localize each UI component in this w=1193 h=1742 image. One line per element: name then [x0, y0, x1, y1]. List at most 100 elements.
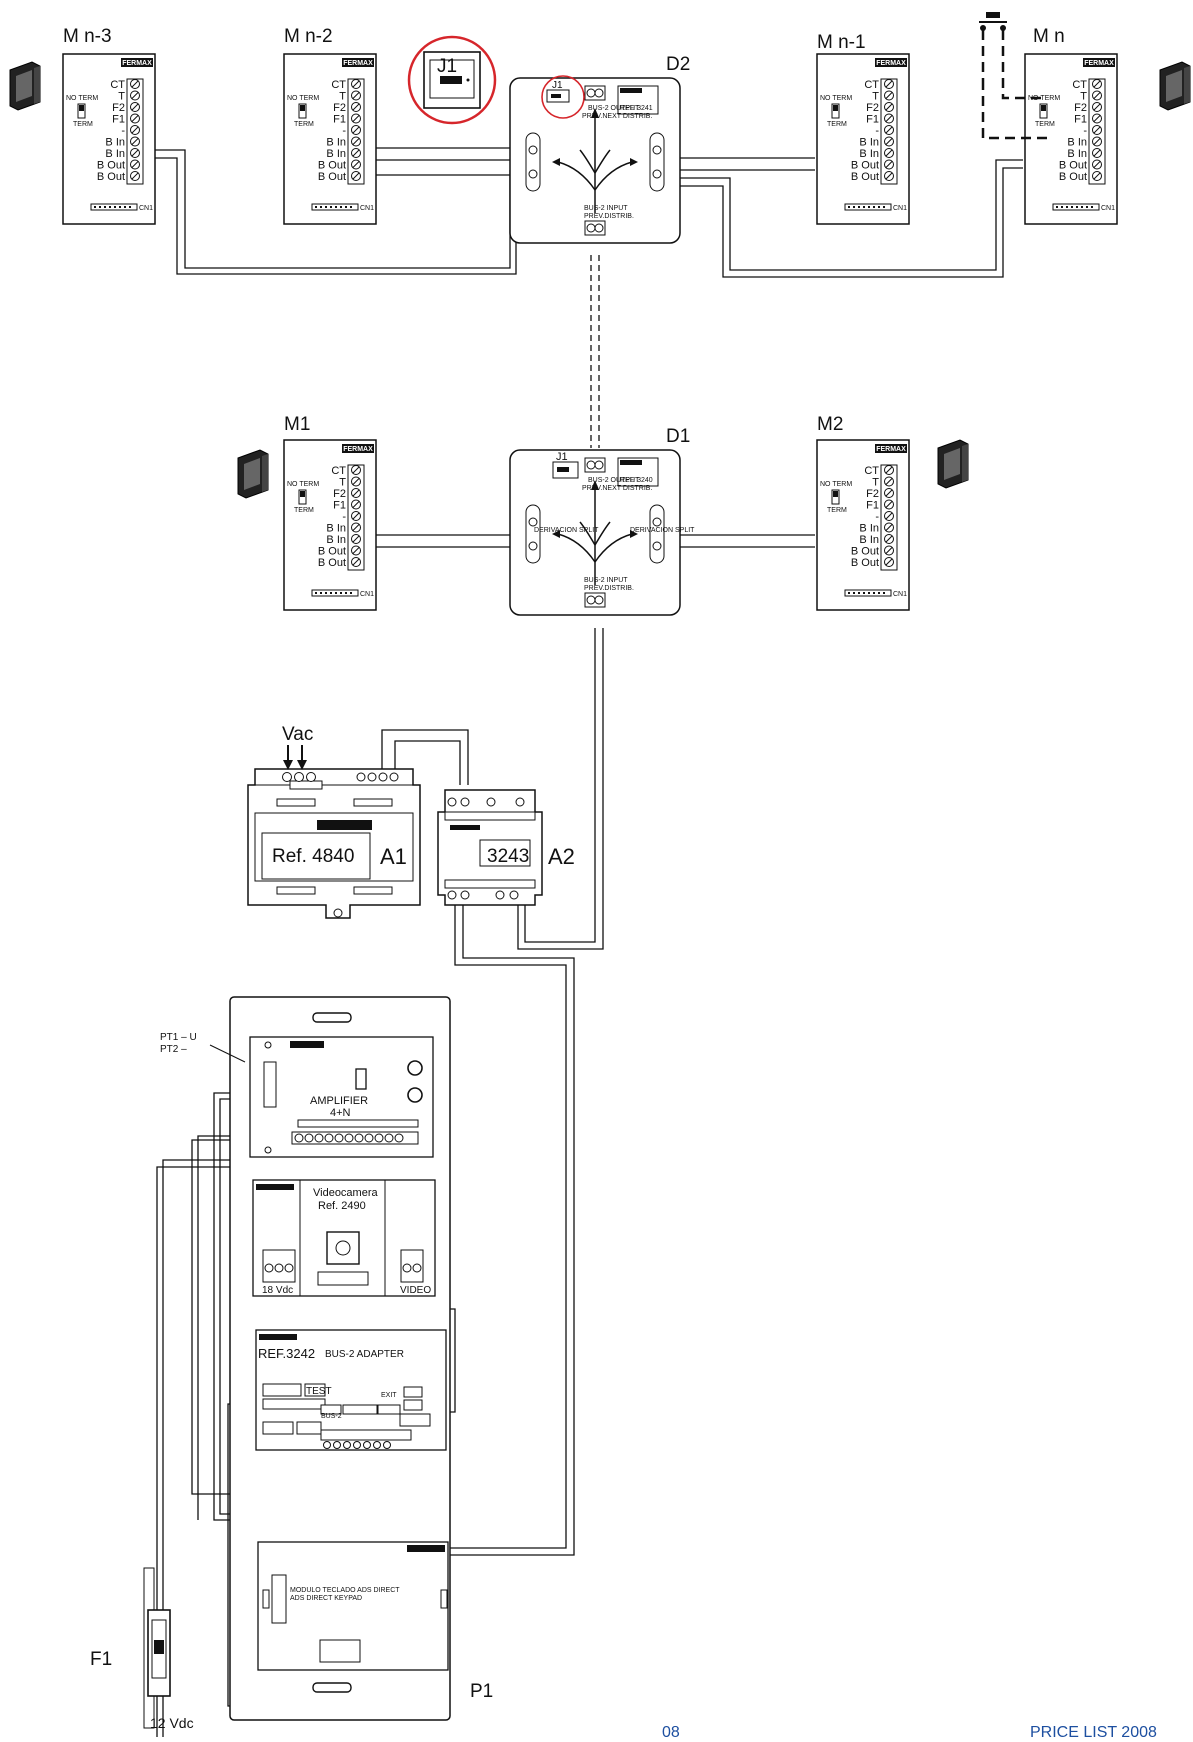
terminal-label: F2 [333, 488, 346, 500]
switch-label-term: TERM [294, 121, 314, 128]
label-d1-bus-in-sub: PREV.DISTRIB. [584, 585, 634, 592]
switch-label-no-term: NO TERM [287, 95, 319, 102]
terminal-label: F2 [866, 102, 879, 114]
label-pt1: PT1 – U [160, 1032, 197, 1043]
terminal-label: - [342, 511, 346, 523]
label-amplifier: AMPLIFIER [310, 1095, 368, 1107]
terminal-label: F1 [333, 114, 346, 126]
terminal-label: F1 [1074, 114, 1087, 126]
terminal-label: B Out [851, 171, 879, 183]
switch-label-term: TERM [827, 121, 847, 128]
switch-label-term: TERM [73, 121, 93, 128]
terminal-label: F2 [866, 488, 879, 500]
terminal-label: B Out [1059, 160, 1087, 172]
label-d1-ref: REF. 3240 [620, 477, 653, 484]
switch-label-term: TERM [1035, 121, 1055, 128]
label-keypad-1: MODULO TECLADO ADS DIRECT [290, 1587, 400, 1594]
terminal-label: B In [859, 148, 879, 160]
label-d2-bus-out-sub: PREV.NEXT DISTRIB. [582, 113, 652, 120]
switch-label-term: TERM [294, 507, 314, 514]
label-d1-bus-out: BUS-2 OUTPUT [588, 477, 640, 484]
connector-label: CN1 [360, 591, 374, 598]
brand-logo: FERMAX [343, 446, 373, 453]
label-pt2: PT2 – [160, 1044, 187, 1055]
label-d2-ref: REF. 3241 [620, 105, 653, 112]
terminal-label: B In [105, 137, 125, 149]
switch-label-no-term: NO TERM [66, 95, 98, 102]
terminal-label: T [1080, 91, 1087, 103]
label-d1-split-left: DERIVACION SPLIT [534, 527, 599, 534]
label-m-n: M n [1033, 26, 1065, 47]
switch-label-no-term: NO TERM [820, 95, 852, 102]
label-d1-bus-out-sub: PREV.NEXT DISTRIB. [582, 485, 652, 492]
terminal-label: CT [864, 465, 879, 477]
label-p1: P1 [470, 1681, 493, 1702]
connector-label: CN1 [1101, 205, 1115, 212]
terminal-label: B Out [851, 546, 879, 558]
terminal-label: B In [859, 137, 879, 149]
brand-logo: FERMAX [1084, 60, 1114, 67]
label-amplifier-sub: 4+N [330, 1107, 351, 1119]
brand-logo: FERMAX [343, 60, 373, 67]
monitor-pictogram-icon [937, 439, 969, 489]
label-j1-d1: J1 [556, 451, 568, 463]
terminal-label: CT [864, 79, 879, 91]
jumper-highlight-icon [541, 75, 585, 119]
terminal-label: F2 [333, 102, 346, 114]
jumper-zoom [407, 35, 497, 125]
label-camera: Videocamera [313, 1187, 378, 1199]
label-m-n3: M n-3 [63, 26, 112, 47]
terminal-label: B In [105, 148, 125, 160]
label-adapter-name: BUS-2 ADAPTER [325, 1349, 404, 1360]
terminal-label: - [875, 125, 879, 137]
terminal-label: B In [326, 523, 346, 535]
label-m1: M1 [284, 414, 310, 435]
terminal-label: B In [1067, 148, 1087, 160]
terminal-label: CT [110, 79, 125, 91]
terminal-label: B Out [318, 160, 346, 172]
terminal-label: T [872, 91, 879, 103]
terminal-label: T [339, 91, 346, 103]
terminal-label: F2 [1074, 102, 1087, 114]
terminal-label: F1 [866, 500, 879, 512]
label-a1-ref: Ref. 4840 [272, 846, 354, 867]
labels: M n-3 M n-2 M n-1 M n M1 M2 D2 D1 J1 J1 … [63, 26, 1157, 1741]
terminal-label: - [1083, 125, 1087, 137]
terminal-label: B Out [851, 557, 879, 569]
page-number: 08 [662, 1724, 680, 1737]
label-vac: Vac [282, 724, 313, 745]
label-j1-d2: J1 [552, 80, 563, 91]
label-f1: F1 [90, 1649, 112, 1670]
monitor-pictogram-icon [1159, 61, 1191, 111]
label-adapter-test: TEST [306, 1386, 332, 1397]
terminal-label: B Out [318, 171, 346, 183]
brand-logo: FERMAX [876, 60, 906, 67]
terminal-label: F1 [112, 114, 125, 126]
switch-label-no-term: NO TERM [1028, 95, 1060, 102]
label-a2-ref: 3243 [487, 846, 529, 867]
terminal-label: - [342, 125, 346, 137]
label-d2-bus-in: BUS-2 INPUT [584, 205, 628, 212]
doorbell-pushbutton-icon [981, 30, 1049, 140]
label-cam-video: VIDEO [400, 1285, 431, 1296]
monitor-pictogram-icon [237, 449, 269, 499]
brand-logo: FERMAX [122, 60, 152, 67]
connector-label: CN1 [893, 205, 907, 212]
terminal-label: B Out [1059, 171, 1087, 183]
label-adapter-exit: EXIT [381, 1392, 397, 1399]
connection-module-a2 [437, 789, 543, 906]
label-m-n1: M n-1 [817, 32, 866, 53]
terminal-label: T [339, 477, 346, 489]
label-m2: M2 [817, 414, 843, 435]
terminal-label: B In [1067, 137, 1087, 149]
monitor-pictogram-icon [9, 61, 41, 111]
terminal-label: B In [859, 523, 879, 535]
label-cam-supply: 18 Vdc [262, 1285, 293, 1296]
terminal-label: B Out [318, 557, 346, 569]
volume-knob-icon [407, 1087, 423, 1103]
power-supply-a1 [247, 745, 421, 919]
label-keypad-2: ADS DIRECT KEYPAD [290, 1595, 362, 1602]
